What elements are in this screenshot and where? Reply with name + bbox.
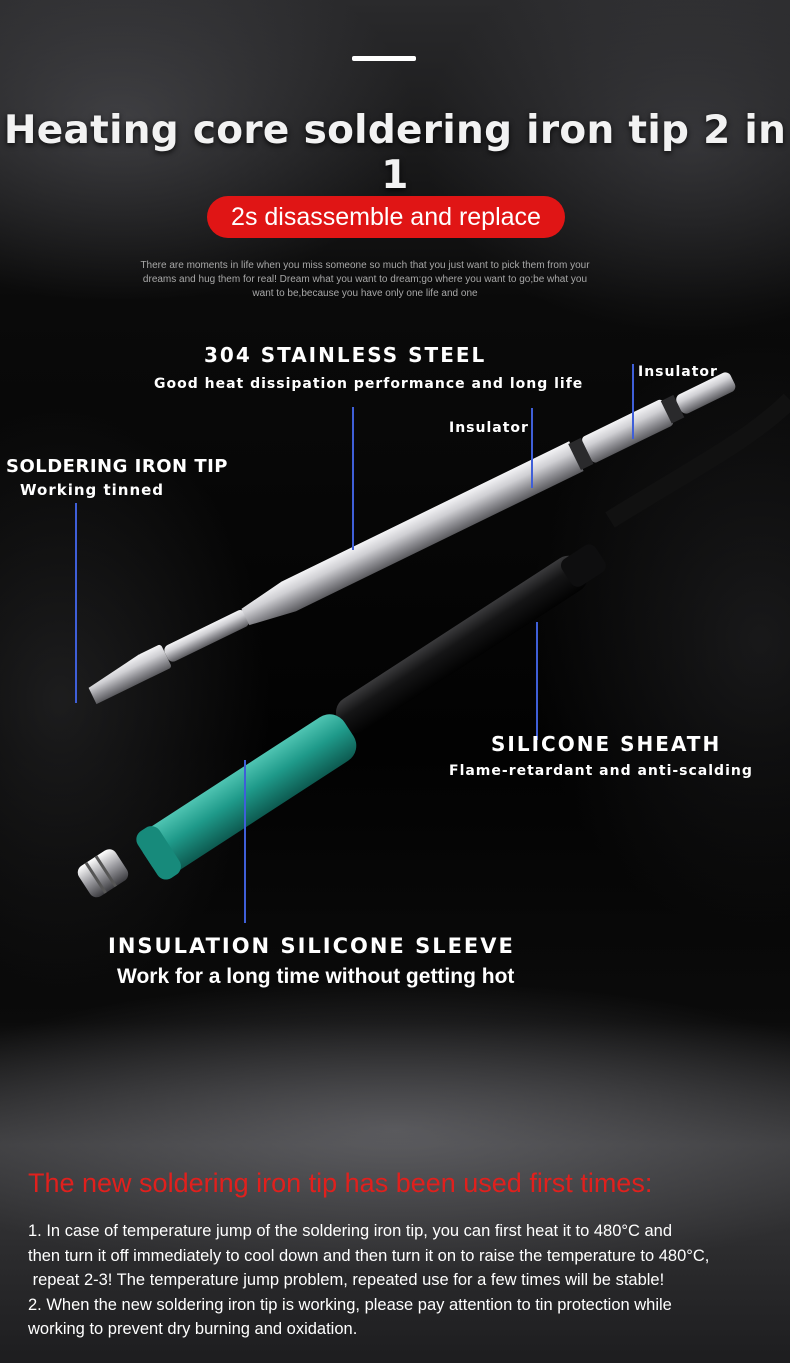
label-tip-subtitle: Working tinned: [20, 481, 165, 499]
notice-line: then turn it off immediately to cool dow…: [28, 1246, 710, 1265]
label-sleeve-subtitle: Work for a long time without getting hot: [117, 965, 515, 988]
notice-line: repeat 2-3! The temperature jump problem…: [28, 1271, 665, 1289]
intro-line: There are moments in life when you miss …: [140, 260, 590, 271]
page-title: Heating core soldering iron tip 2 in 1: [3, 108, 787, 198]
leader-line-sheath: [536, 622, 538, 740]
chrome-connector: [77, 849, 129, 898]
label-sheath-title: SILICONE SHEATH: [491, 732, 722, 756]
intro-line: dreams and hug them for real! Dream what…: [142, 274, 588, 285]
leader-line-insulator-2: [531, 408, 533, 488]
leader-line-sleeve: [244, 760, 246, 923]
green-silicone-sleeve: [136, 714, 357, 880]
cable: [605, 393, 790, 528]
notice-line: 2. When the new soldering iron tip is wo…: [28, 1295, 672, 1314]
label-steel-title: 304 STAINLESS STEEL: [204, 343, 487, 367]
feature-badge: 2s disassemble and replace: [207, 196, 565, 238]
decorative-top-bar: [352, 56, 416, 61]
notice-heading: The new soldering iron tip has been used…: [28, 1168, 653, 1198]
leader-line-tip: [75, 503, 77, 703]
leader-line-insulator-1: [632, 364, 634, 439]
notice-line: working to prevent dry burning and oxida…: [28, 1320, 358, 1338]
label-insulator-1: Insulator: [638, 364, 718, 380]
intro-paragraph: There are moments in life when you miss …: [115, 259, 615, 301]
leader-line-steel: [352, 407, 354, 550]
notice-line: 1. In case of temperature jump of the so…: [28, 1222, 673, 1240]
intro-line: want to be,because you have only one lif…: [252, 288, 478, 299]
label-sleeve-title: INSULATION SILICONE SLEEVE: [108, 934, 515, 958]
label-steel-subtitle: Good heat dissipation performance and lo…: [154, 376, 584, 392]
label-sheath-subtitle: Flame-retardant and anti-scalding: [449, 763, 753, 779]
stainless-steel-tip: [88, 372, 736, 705]
handle-black-body: [336, 544, 606, 734]
label-insulator-2: Insulator: [449, 420, 529, 436]
label-tip-title: SOLDERING IRON TIP: [6, 456, 228, 477]
notice-text: 1. In case of temperature jump of the so…: [28, 1219, 788, 1342]
